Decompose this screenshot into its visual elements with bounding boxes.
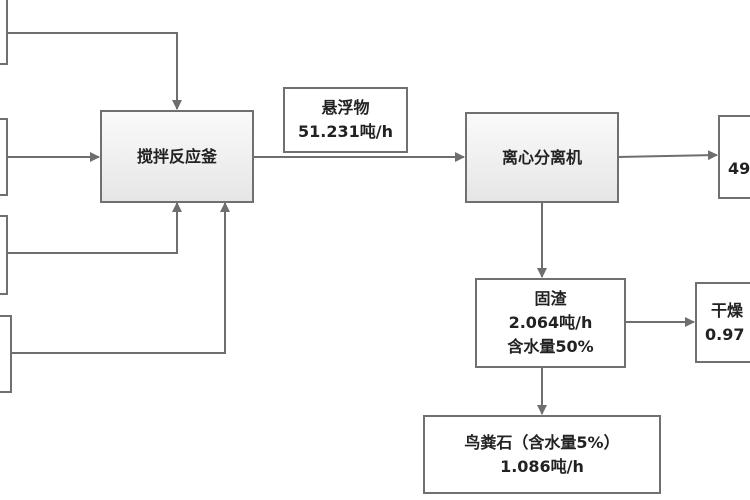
output-value: 49 bbox=[728, 159, 750, 178]
residue-title: 固渣 bbox=[534, 289, 567, 308]
product-value: 1.086吨/h bbox=[500, 456, 584, 476]
input-box-2 bbox=[0, 118, 8, 196]
output-box: 49 bbox=[718, 115, 750, 199]
dried-value: 0.97 bbox=[705, 324, 745, 344]
input-box-1 bbox=[0, 0, 8, 65]
centrifuge-to-output-line bbox=[617, 150, 718, 161]
input-box-4 bbox=[0, 315, 12, 393]
reactor-label: 搅拌反应釜 bbox=[136, 146, 217, 166]
product-title: 鸟粪石（含水量5%） bbox=[464, 432, 620, 452]
input-4-line bbox=[12, 202, 230, 354]
reactor-box: 搅拌反应釜 bbox=[100, 110, 254, 203]
suspension-box: 悬浮物 51.231吨/h bbox=[283, 87, 408, 153]
input-3-line bbox=[8, 202, 182, 254]
product-box: 鸟粪石（含水量5%） 1.086吨/h bbox=[423, 415, 661, 494]
dried-title: 干燥 bbox=[711, 300, 744, 320]
dried-box: 干燥 0.97 bbox=[695, 282, 750, 363]
suspension-title: 悬浮物 bbox=[321, 98, 370, 117]
input-1-line bbox=[8, 32, 182, 110]
suspension-value: 51.231吨/h bbox=[298, 122, 393, 141]
residue-value: 2.064吨/h bbox=[508, 313, 593, 332]
centrifuge-box: 离心分离机 bbox=[465, 112, 619, 203]
solid-residue-box: 固渣 2.064吨/h 含水量50% bbox=[475, 278, 626, 368]
residue-note: 含水量50% bbox=[507, 337, 594, 356]
input-box-3 bbox=[0, 215, 8, 295]
centrifuge-label: 离心分离机 bbox=[501, 147, 582, 167]
